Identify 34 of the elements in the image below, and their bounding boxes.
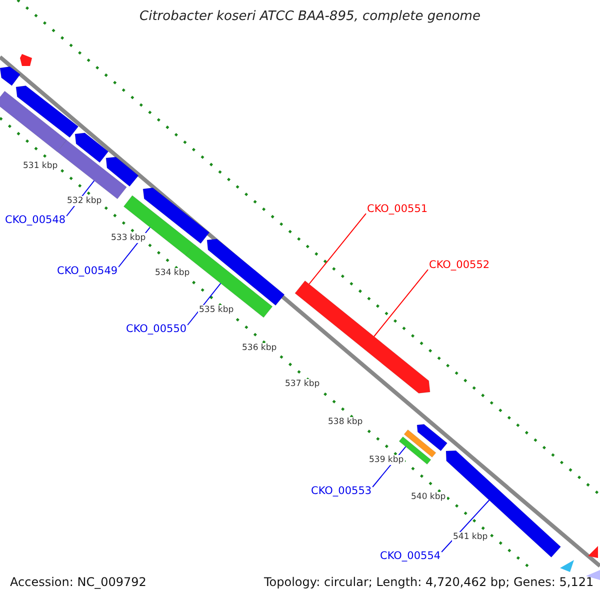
leader-line — [308, 213, 366, 285]
genome-summary-text: Topology: circular; Length: 4,720,462 bp; Genes: 5,121 — [264, 575, 594, 590]
scale-label: 539 kbp — [368, 455, 405, 466]
gene-label: CKO_00550 — [126, 323, 187, 336]
leader-line — [187, 282, 222, 326]
scale-label: 537 kbp — [284, 379, 321, 390]
gene-bar — [404, 429, 436, 458]
gene-label: CKO_00548 — [5, 214, 66, 227]
gene-bar — [0, 66, 20, 86]
leader-line — [441, 500, 490, 552]
gene-label: CKO_00549 — [57, 265, 118, 278]
gene-label: CKO_00553 — [311, 485, 372, 498]
scale-label: 540 kbp — [410, 492, 447, 502]
gene-bar — [106, 156, 139, 187]
gene-label: CKO_00552 — [429, 259, 490, 272]
scale-label: 535 kbp — [198, 305, 235, 316]
scale-label: 531 kbp — [22, 161, 59, 172]
leader-line — [374, 269, 428, 337]
accession-text: Accession: NC_009792 — [10, 575, 146, 590]
diagram-title: Citrobacter koseri ATCC BAA-895, complete genome — [138, 9, 482, 25]
gene-bar — [0, 90, 67, 152]
gene-label: CKO_00554 — [380, 550, 441, 563]
scale-label: 533 kbp — [110, 233, 147, 244]
scale-label: 541 kbp — [452, 532, 489, 542]
scale-label: 534 kbp — [154, 268, 191, 278]
gene-bar — [16, 86, 79, 138]
scale-label: 538 kbp — [327, 417, 364, 428]
gene-bar — [206, 238, 285, 306]
gene-bar — [416, 424, 448, 452]
gene-label: CKO_00551 — [367, 203, 428, 216]
scale-label: 536 kbp — [241, 343, 278, 354]
gene-bar — [74, 132, 109, 163]
scale-label: 532 kbp — [66, 196, 103, 206]
gene-bar — [446, 450, 561, 558]
